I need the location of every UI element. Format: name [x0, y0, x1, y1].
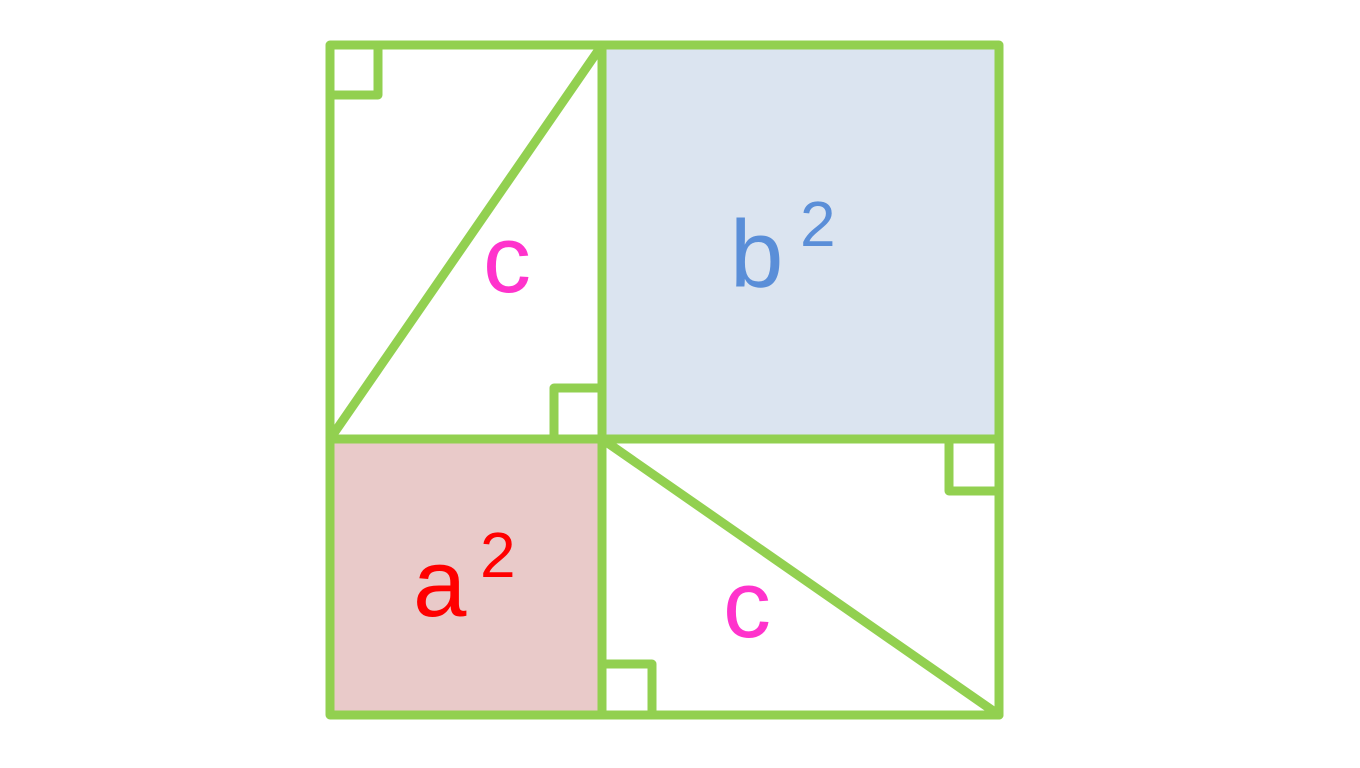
a-squared-exponent: 2	[480, 519, 516, 591]
c-label-top: c	[483, 206, 531, 313]
b-squared-base: b	[730, 201, 783, 308]
right-angle-marker-top-triangle-bottom-right	[549, 383, 607, 444]
hypotenuse-top-left	[325, 40, 607, 444]
c-label-bottom: c	[723, 551, 771, 658]
hypotenuse-bottom-right	[597, 434, 1004, 720]
a-squared-label: a 2	[413, 519, 516, 637]
b-squared-exponent: 2	[800, 188, 836, 260]
right-angle-marker-top-left	[325, 40, 383, 100]
right-angle-marker-bottom-triangle-bottom-left	[597, 659, 657, 720]
right-angle-marker-right-triangle-top-right	[944, 434, 1004, 496]
b-squared-region	[602, 45, 999, 439]
a-squared-region	[330, 439, 601, 715]
outer-square	[325, 40, 1004, 720]
b-squared-label: b 2	[730, 188, 836, 308]
a-squared-base: a	[413, 530, 467, 637]
